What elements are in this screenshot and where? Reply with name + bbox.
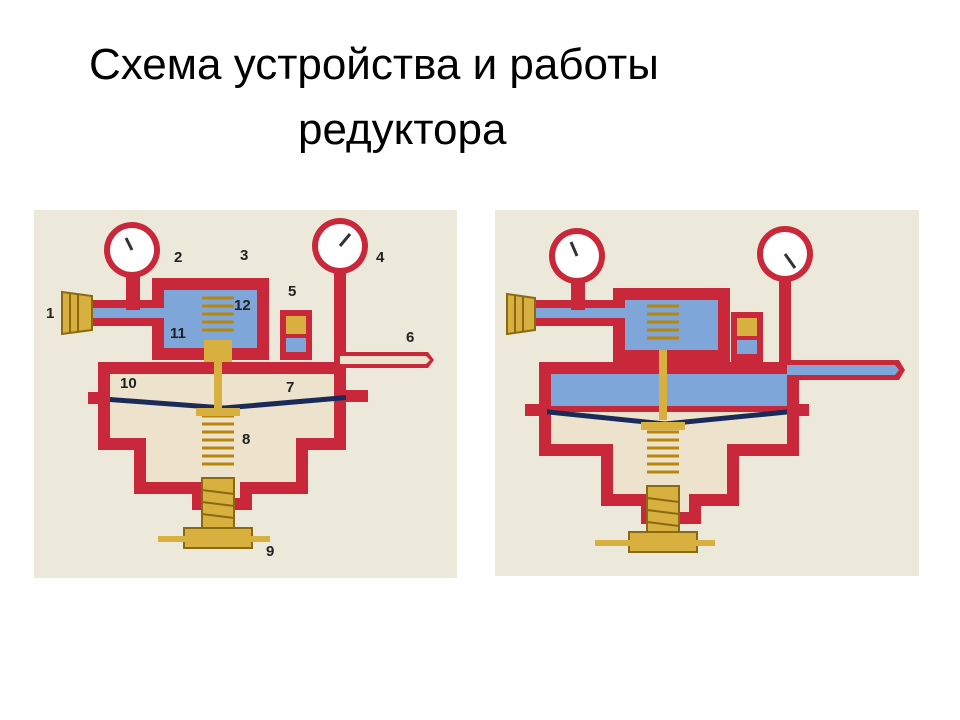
label-1: 1 (46, 305, 54, 322)
inlet-fitting (506, 292, 536, 336)
outlet-pipe-gas (787, 365, 899, 375)
adjusting-screw (201, 477, 235, 537)
label-11: 11 (170, 325, 186, 342)
lower-spring (202, 414, 234, 466)
label-3: 3 (240, 247, 248, 264)
outlet-pipe-inner (340, 356, 430, 364)
reducer-open-svg (506, 226, 905, 553)
pusher-rod (214, 350, 222, 408)
label-12: 12 (234, 297, 251, 314)
lower-chamber-gas (551, 374, 787, 406)
label-7: 7 (286, 379, 294, 396)
label-8: 8 (242, 431, 250, 448)
inlet-pipe-gas (92, 308, 164, 318)
lower-chamber-interior (551, 412, 787, 512)
flange-left (88, 392, 110, 404)
reducer-diagram-open (495, 210, 919, 576)
reducer-diagram-closed: 1 2 3 4 5 6 7 8 9 10 11 12 (34, 210, 457, 578)
upper-spring (202, 296, 234, 332)
label-6: 6 (406, 329, 414, 346)
label-10: 10 (120, 375, 137, 392)
slide-title-line-2: редуктора (298, 105, 507, 154)
gauge-4-stem (334, 266, 346, 370)
gauge-right-stem (779, 274, 791, 370)
inlet-pipe-gas (535, 308, 625, 318)
upper-spring (647, 304, 679, 340)
lower-spring (647, 430, 679, 474)
flange-left (525, 404, 547, 416)
label-5: 5 (288, 283, 296, 300)
flange-right (346, 390, 368, 402)
label-4: 4 (376, 249, 385, 266)
pusher-rod (659, 350, 667, 420)
reducer-closed-svg: 1 2 3 4 5 6 7 8 9 10 11 12 (46, 218, 434, 560)
label-9: 9 (266, 543, 274, 560)
flange-right (787, 404, 809, 416)
label-2: 2 (174, 249, 182, 266)
slide-title-line-1: Схема устройства и работы (89, 40, 659, 89)
